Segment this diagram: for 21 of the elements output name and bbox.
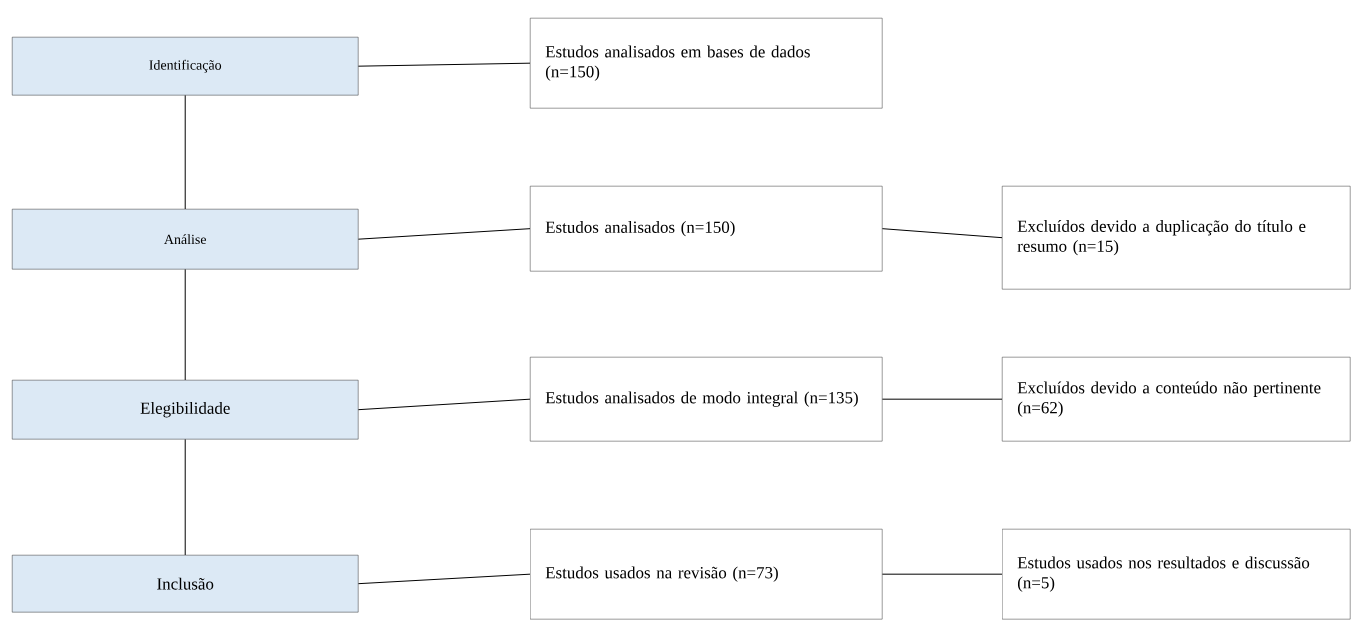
connector-line xyxy=(357,228,531,240)
stage-box: Elegibilidade xyxy=(12,380,359,440)
process-box: Estudos usados nos resultados e discussão (n=5) xyxy=(1002,528,1351,620)
connector-line xyxy=(184,438,186,556)
connector-line xyxy=(881,398,1003,400)
stage-box: Análise xyxy=(12,209,359,270)
connector-line xyxy=(357,398,531,411)
process-box: Excluídos devido a conteúdo não pertinente (n=62) xyxy=(1002,357,1351,442)
connector-line xyxy=(357,573,531,585)
connector-line xyxy=(184,268,186,381)
process-box: Estudos analisados (n=150) xyxy=(530,186,883,272)
connector-line xyxy=(881,228,1003,239)
process-box: Estudos analisados em bases de dados (n=150) xyxy=(530,18,883,109)
process-box: Excluídos devido a duplicação do título e resumo (n=15) xyxy=(1002,186,1351,290)
stage-box: Inclusão xyxy=(12,554,359,613)
connector-line xyxy=(881,573,1003,575)
process-box: Estudos usados na revisão (n=73) xyxy=(530,528,883,620)
stage-box: Identificação xyxy=(12,37,359,96)
connector-line xyxy=(357,62,531,67)
connector-line xyxy=(184,94,186,210)
process-box: Estudos analisados de modo integral (n=135) xyxy=(530,357,883,442)
